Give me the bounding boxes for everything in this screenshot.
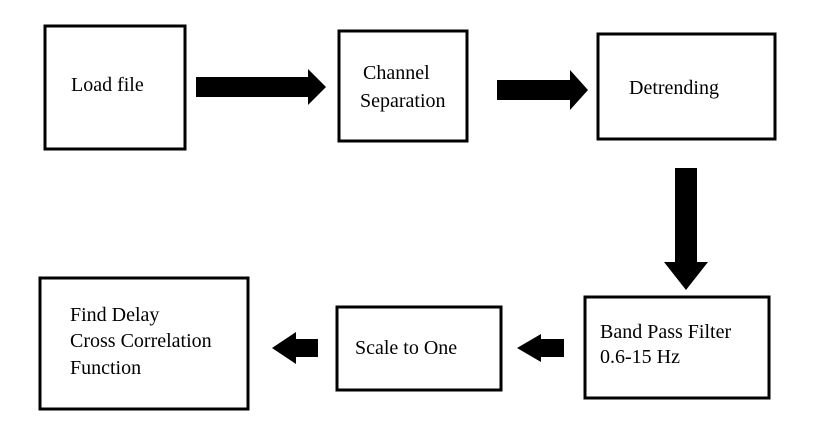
node-load-file: Load file [43,24,187,151]
node-find-delay: Find Delay Cross Correlation Function [38,276,250,411]
node-band-pass-filter: Band Pass Filter 0.6-15 Hz [583,295,771,400]
node-find-delay-label-line3: Function [70,357,141,379]
node-detrending-box [596,32,777,141]
node-find-delay-box [38,276,250,411]
node-load-file-box [43,24,187,151]
arrow-load-file-to-channel-separation [196,69,326,105]
node-detrending: Detrending [596,32,777,141]
node-channel-separation: Channel Separation [337,29,469,143]
node-scale-to-one-label: Scale to One [355,337,457,359]
node-band-pass-filter-label-line2: 0.6-15 Hz [600,346,680,368]
node-band-pass-filter-label-line1: Band Pass Filter [600,321,731,343]
node-find-delay-label-line2: Cross Correlation [70,330,212,352]
node-band-pass-filter-box [583,295,771,400]
node-channel-separation-label-line2: Separation [360,90,446,112]
node-load-file-label: Load file [71,74,144,96]
node-channel-separation-box [337,29,469,143]
node-scale-to-one: Scale to One [335,305,503,392]
arrow-channel-separation-to-detrending [497,70,588,110]
arrow-detrending-to-band-pass-filter [664,168,708,290]
arrow-scale-to-one-to-find-delay [272,332,318,364]
arrow-band-pass-filter-to-scale-to-one [517,334,564,362]
node-scale-to-one-box [335,305,503,392]
node-find-delay-label-line1: Find Delay [70,304,159,326]
node-detrending-label: Detrending [629,77,719,99]
node-channel-separation-label-line1: Channel [363,62,430,84]
